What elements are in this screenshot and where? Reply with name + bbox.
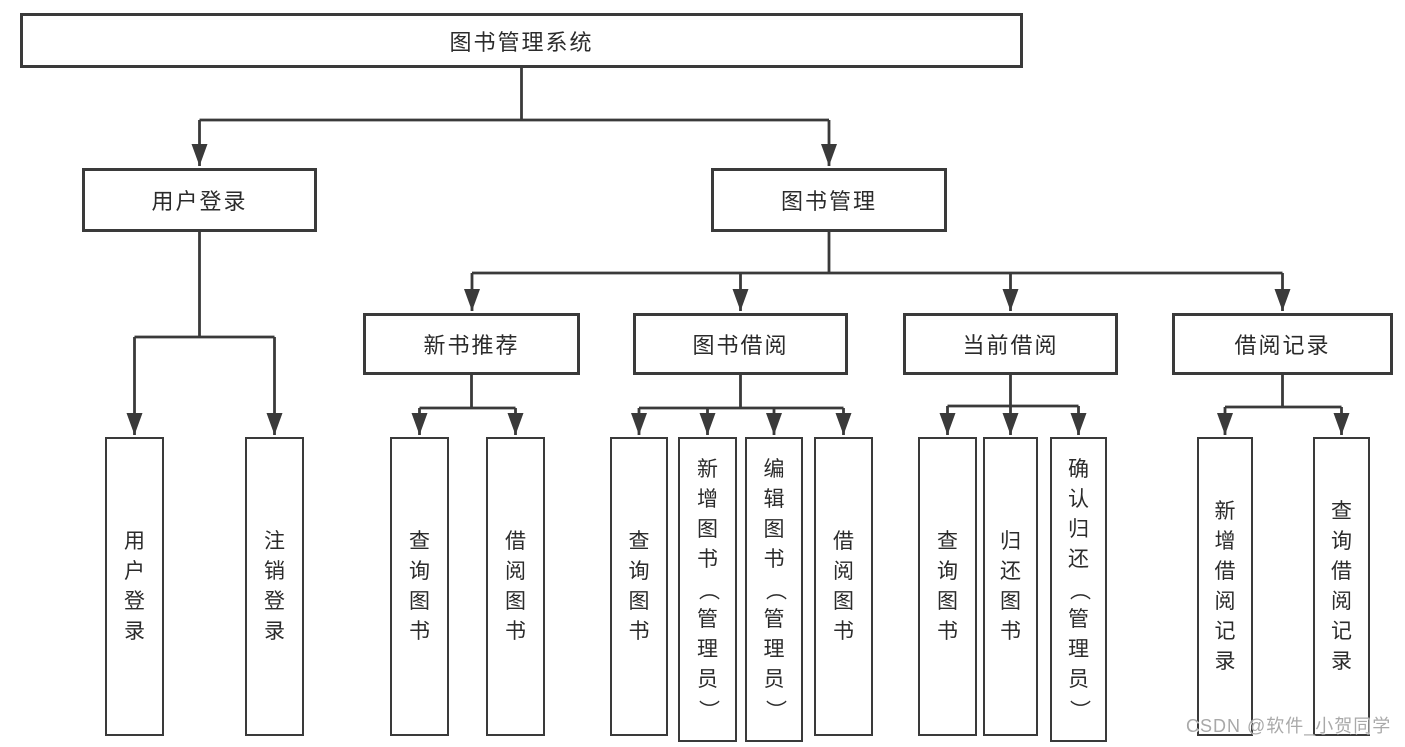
node-leaf-query-books-label: 查询图书 (409, 529, 430, 643)
node-leaf-query-borrow-record: 查询借阅记录 (1313, 437, 1370, 736)
node-new-book-recommend: 新书推荐 (363, 313, 580, 375)
node-user-login-label: 用户登录 (151, 189, 248, 214)
node-leaf-logout: 注销登录 (245, 437, 304, 736)
node-book-management: 图书管理 (711, 168, 947, 232)
node-root: 图书管理系统 (20, 13, 1023, 68)
node-leaf-borrow-books-2-label: 借阅图书 (833, 529, 854, 643)
node-leaf-query-books-2-label: 查询图书 (628, 529, 650, 643)
node-leaf-borrow-books-2: 借阅图书 (814, 437, 873, 736)
node-leaf-query-books: 查询图书 (390, 437, 449, 736)
csdn-watermark: CSDN @软件_小贺同学 (1186, 716, 1392, 736)
node-leaf-query-books-2: 查询图书 (610, 437, 668, 736)
node-leaf-query-borrow-record-label: 查询借阅记录 (1331, 499, 1352, 673)
node-leaf-logout-label: 注销登录 (264, 529, 285, 643)
node-book-borrow: 图书借阅 (633, 313, 848, 375)
node-book-borrow-label: 图书借阅 (692, 333, 789, 358)
connector-arrows (126, 120, 1350, 435)
node-new-book-recommend-label: 新书推荐 (423, 333, 520, 358)
node-borrow-record: 借阅记录 (1172, 313, 1393, 375)
node-leaf-confirm-return-admin-label: 确认归还（管理员） (1067, 457, 1091, 721)
node-leaf-add-borrow-record-label: 新增借阅记录 (1214, 499, 1236, 673)
node-leaf-add-books-admin-label: 新增图书（管理员） (696, 457, 720, 721)
connector-skeleton (134, 68, 1342, 410)
node-root-label: 图书管理系统 (449, 29, 594, 55)
node-user-login: 用户登录 (82, 168, 317, 232)
node-leaf-return-books-label: 归还图书 (1000, 529, 1021, 643)
node-leaf-return-books: 归还图书 (983, 437, 1038, 736)
node-leaf-confirm-return-admin: 确认归还（管理员） (1050, 437, 1107, 742)
node-leaf-query-books-3: 查询图书 (918, 437, 977, 736)
node-leaf-add-books-admin: 新增图书（管理员） (678, 437, 737, 742)
node-leaf-user-login: 用户登录 (105, 437, 164, 736)
node-leaf-borrow-books-label: 借阅图书 (505, 529, 526, 643)
node-borrow-record-label: 借阅记录 (1234, 333, 1331, 358)
node-current-borrow-label: 当前借阅 (962, 333, 1059, 358)
node-leaf-borrow-books: 借阅图书 (486, 437, 545, 736)
node-leaf-edit-books-admin: 编辑图书（管理员） (745, 437, 803, 742)
node-book-management-label: 图书管理 (780, 189, 877, 214)
node-current-borrow: 当前借阅 (903, 313, 1118, 375)
node-leaf-add-borrow-record: 新增借阅记录 (1197, 437, 1253, 736)
node-leaf-edit-books-admin-label: 编辑图书（管理员） (763, 457, 786, 721)
node-leaf-query-books-3-label: 查询图书 (937, 529, 958, 643)
node-leaf-user-login-label: 用户登录 (124, 529, 145, 643)
